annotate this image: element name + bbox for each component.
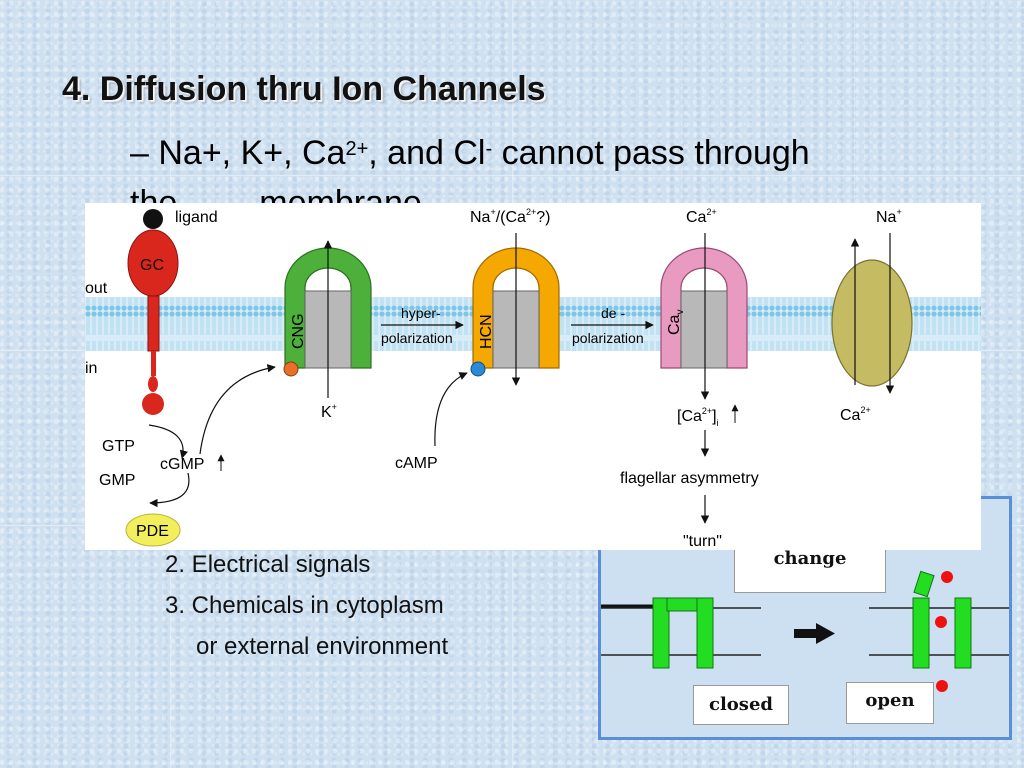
cng-label: CNG bbox=[290, 313, 307, 349]
slide-title: 4. Diffusion thru Ion Channels bbox=[62, 70, 546, 108]
closed-label: closed bbox=[693, 685, 789, 725]
cav-channel: Cav bbox=[660, 247, 748, 369]
k-label: K+ bbox=[321, 402, 337, 421]
closed-membrane bbox=[601, 604, 761, 656]
cgmp-label: cGMP bbox=[160, 456, 204, 473]
gtp-label: GTP bbox=[102, 438, 135, 455]
flagellar-label: flagellar asymmetry bbox=[620, 470, 759, 487]
hyperpolarization-2: polarization bbox=[381, 330, 453, 346]
out-label: out bbox=[85, 280, 108, 297]
ions-text: Na+, K+, Ca bbox=[158, 134, 346, 172]
ca-top-label: Ca2+ bbox=[686, 207, 717, 226]
ligand-dot bbox=[143, 209, 163, 229]
na-ca-exchanger bbox=[831, 259, 913, 387]
ca-internal-label: [Ca2+]i bbox=[677, 406, 719, 428]
sub-list: 2. Electrical signals 3. Chemicals in cy… bbox=[165, 544, 448, 667]
depolarization-1: de - bbox=[601, 305, 625, 321]
hyperpolarization-1: hyper- bbox=[401, 305, 441, 321]
and-cl-text: , and Cl bbox=[368, 134, 486, 172]
pde-enzyme bbox=[125, 513, 181, 547]
hcn-ions-label: Na+/(Ca2+?) bbox=[470, 207, 550, 226]
hcn-channel: HCN bbox=[470, 247, 560, 377]
closed-channel bbox=[652, 597, 714, 669]
ligand-label: ligand bbox=[175, 209, 218, 226]
bg-seam bbox=[0, 175, 1024, 176]
arrow-icon bbox=[794, 623, 835, 644]
sub-item-chemicals: 3. Chemicals in cytoplasm bbox=[165, 592, 444, 619]
bullet-rest: cannot pass through bbox=[492, 134, 810, 172]
camp-label: cAMP bbox=[395, 455, 438, 472]
open-label: open bbox=[846, 682, 934, 724]
ion-channel-diagram: out in ligand GC GTP GMP cGMP PDE CNG bbox=[85, 203, 981, 550]
cl-charge: - bbox=[485, 138, 493, 160]
bullet-dash: – bbox=[130, 134, 159, 172]
ion-dots bbox=[935, 571, 953, 692]
turn-label: "turn" bbox=[683, 533, 722, 550]
ca-bottom-label: Ca2+ bbox=[840, 405, 871, 424]
hcn-label: HCN bbox=[478, 314, 495, 349]
na-top-label: Na+ bbox=[876, 207, 902, 226]
depolarization-2: polarization bbox=[572, 330, 644, 346]
gc-receptor: ligand GC bbox=[127, 209, 218, 415]
gmp-label: GMP bbox=[99, 472, 135, 489]
ca-charge: 2+ bbox=[345, 138, 369, 160]
bullet-ions: – Na+, K+, Ca2+, and Cl- cannot pass thr… bbox=[130, 128, 990, 228]
sub-item-environment: or external environment bbox=[196, 633, 449, 660]
pde-label: PDE bbox=[136, 523, 169, 540]
sub-item-electrical: 2. Electrical signals bbox=[165, 551, 371, 578]
cav-label: Cav bbox=[666, 310, 686, 335]
open-channel bbox=[912, 570, 972, 669]
open-membrane bbox=[869, 607, 1009, 656]
gc-label: GC bbox=[140, 257, 164, 274]
diagram-svg: out in ligand GC GTP GMP cGMP PDE CNG bbox=[85, 207, 981, 550]
gate-illustration bbox=[601, 570, 1009, 692]
in-label: in bbox=[85, 360, 97, 377]
change-text: change bbox=[773, 548, 847, 569]
